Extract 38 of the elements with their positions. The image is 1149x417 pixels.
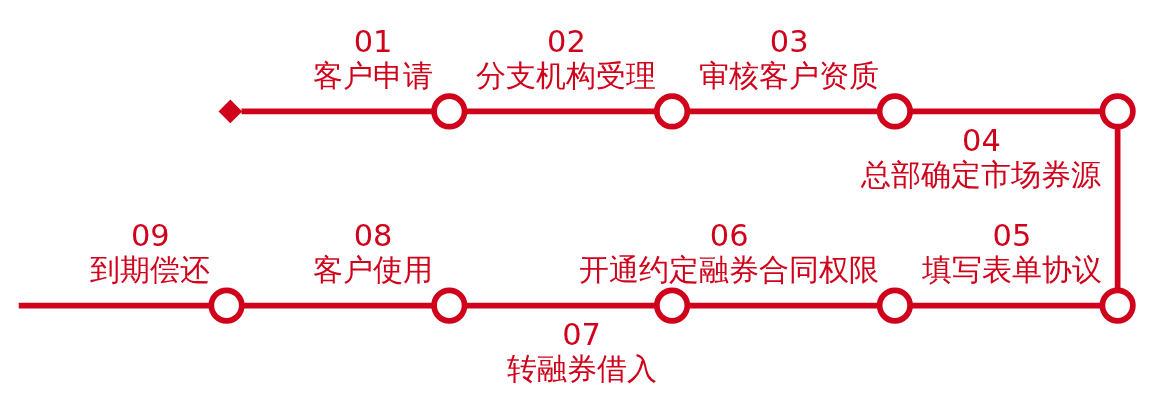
- node-label: 客户使用: [313, 252, 434, 288]
- node-circle: [654, 93, 691, 130]
- node-label: 填写表单协议: [921, 252, 1102, 288]
- connector: [910, 302, 1103, 309]
- connector: [910, 108, 1103, 115]
- node-label: 05: [992, 218, 1032, 254]
- node-circle: [876, 287, 913, 324]
- node-label: 04: [962, 123, 1001, 158]
- node-circle: [431, 93, 468, 130]
- node-label: 08: [353, 218, 393, 254]
- node-label: 分支机构受理: [476, 58, 657, 94]
- node-label: 转融券借入: [506, 351, 657, 387]
- node-circle: [1099, 287, 1136, 324]
- node-label: 总部确定市场券源: [861, 157, 1102, 193]
- connector: [241, 108, 434, 115]
- node-label: 02: [547, 23, 586, 59]
- connector: [18, 302, 212, 309]
- node-label: 到期偿还: [90, 252, 211, 288]
- node-label: 审核客户资质: [699, 58, 880, 94]
- connector: [242, 302, 434, 309]
- node-circle: [431, 287, 468, 324]
- node-circle: [208, 287, 245, 324]
- node-label: 客户申请: [313, 58, 434, 94]
- node-circle: [654, 287, 691, 324]
- node-diamond: [218, 99, 243, 124]
- node-label: 开通约定融券合同权限: [579, 252, 880, 288]
- node-circle: [876, 93, 913, 130]
- connector: [687, 302, 880, 309]
- node-label: 07: [562, 317, 602, 353]
- node-label: 09: [130, 218, 170, 254]
- node-circle: [1099, 93, 1136, 130]
- node-label: 03: [769, 23, 809, 59]
- connector: [687, 108, 880, 115]
- connector: [465, 302, 657, 309]
- connector: [1114, 127, 1121, 291]
- connector: [465, 108, 657, 115]
- node-label: 01: [353, 23, 393, 59]
- node-label: 06: [709, 218, 749, 254]
